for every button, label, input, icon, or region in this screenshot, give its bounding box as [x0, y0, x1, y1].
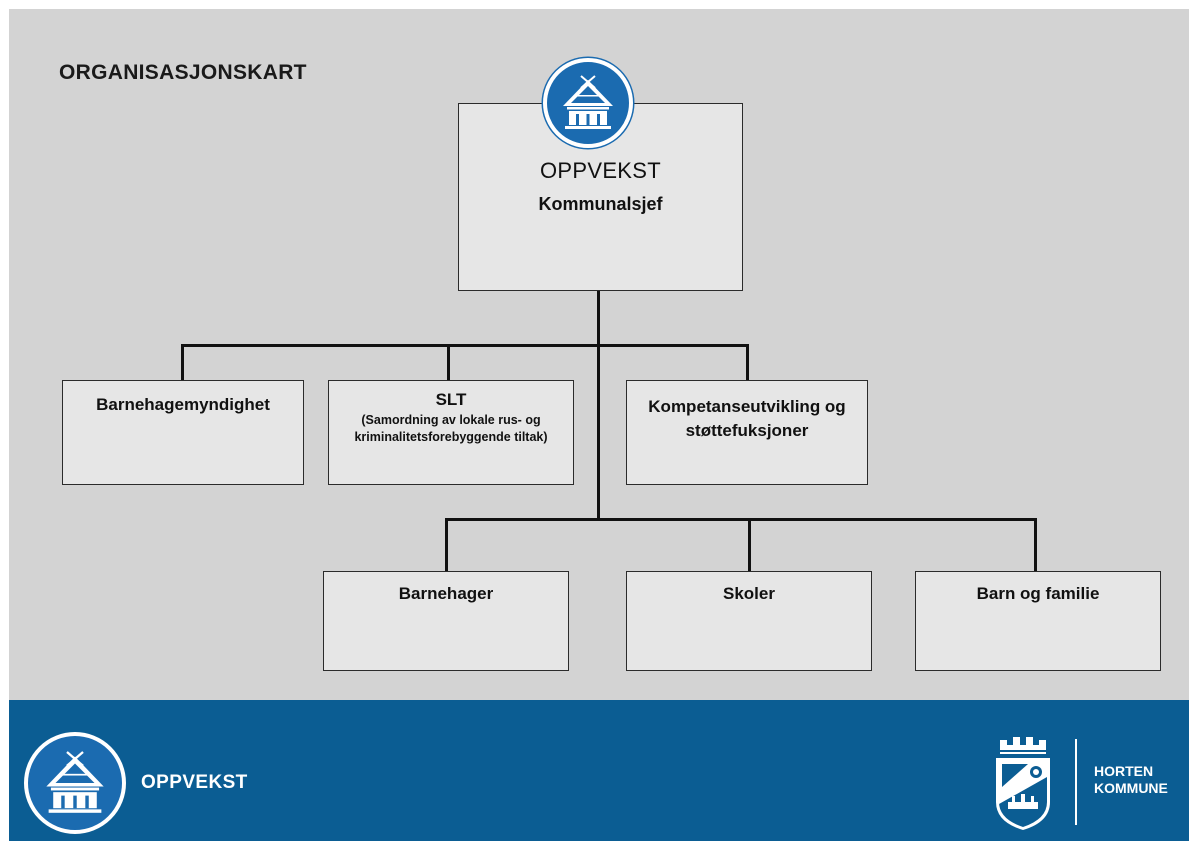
- staff-unit-title: Kompetanseutvikling og støttefuksjoner: [648, 397, 846, 440]
- staff-unit-title: SLT: [435, 390, 467, 409]
- connector-line-2: [748, 518, 751, 572]
- org-chart-canvas: ORGANISASJONSKART OPPVEKST Kommunalsjef: [9, 9, 1189, 841]
- connector-staff-1: [181, 344, 184, 380]
- footer-bar: OPPVEKST HORTEN KOMMUN: [9, 700, 1189, 841]
- connector-staff-3: [746, 344, 749, 380]
- staff-unit-box: SLT (Samordning av lokale rus- og krimin…: [328, 380, 574, 485]
- coat-of-arms-icon: [990, 732, 1056, 832]
- staff-unit-box: Barnehagemyndighet: [62, 380, 304, 485]
- footer-title: OPPVEKST: [141, 772, 248, 793]
- line-unit-box: Barn og familie: [915, 571, 1161, 671]
- footer-divider: [1075, 739, 1077, 825]
- municipality-name-line: HORTEN: [1094, 763, 1154, 779]
- house-icon: [543, 58, 633, 148]
- staff-unit-box: Kompetanseutvikling og støttefuksjoner: [626, 380, 868, 485]
- house-icon: [24, 732, 126, 834]
- staff-unit-detail: (Samordning av lokale rus- og kriminalit…: [354, 413, 548, 444]
- staff-unit-title: Barnehagemyndighet: [96, 395, 270, 414]
- root-unit-title: OPPVEKST: [540, 158, 661, 183]
- municipality-name-line: KOMMUNE: [1094, 780, 1168, 796]
- connector-staff-2: [447, 344, 450, 380]
- connector-root-trunk: [597, 291, 600, 521]
- page-title: ORGANISASJONSKART: [59, 61, 307, 84]
- connector-staff-bar: [181, 344, 749, 347]
- root-unit-subtitle: Kommunalsjef: [538, 194, 663, 214]
- line-unit-title: Barnehager: [398, 584, 494, 603]
- line-unit-box: Barnehager: [323, 571, 569, 671]
- connector-line-bar: [445, 518, 1037, 521]
- connector-line-3: [1034, 518, 1037, 572]
- line-unit-box: Skoler: [626, 571, 872, 671]
- connector-line-1: [445, 518, 448, 572]
- line-unit-title: Skoler: [723, 584, 775, 603]
- line-unit-title: Barn og familie: [976, 584, 1100, 603]
- municipality-name: HORTEN KOMMUNE: [1094, 763, 1168, 797]
